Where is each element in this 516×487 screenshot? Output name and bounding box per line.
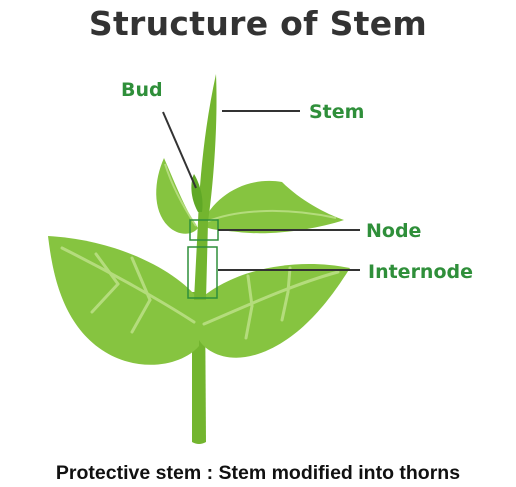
page-title: Structure of Stem — [88, 4, 428, 43]
bud-leader-line — [162, 111, 197, 189]
upper-stem — [194, 74, 217, 300]
stem-label: Stem — [309, 101, 364, 123]
node-label: Node — [366, 220, 421, 242]
small-right-leaf — [202, 180, 344, 234]
big-left-leaf — [48, 236, 199, 365]
diagram-caption: Protective stem : Stem modified into tho… — [55, 462, 461, 484]
big-right-leaf — [199, 263, 350, 358]
internode-label: Internode — [368, 261, 473, 283]
small-left-leaf — [156, 158, 198, 234]
internode-box — [187, 246, 218, 299]
bud-label: Bud — [121, 79, 163, 101]
